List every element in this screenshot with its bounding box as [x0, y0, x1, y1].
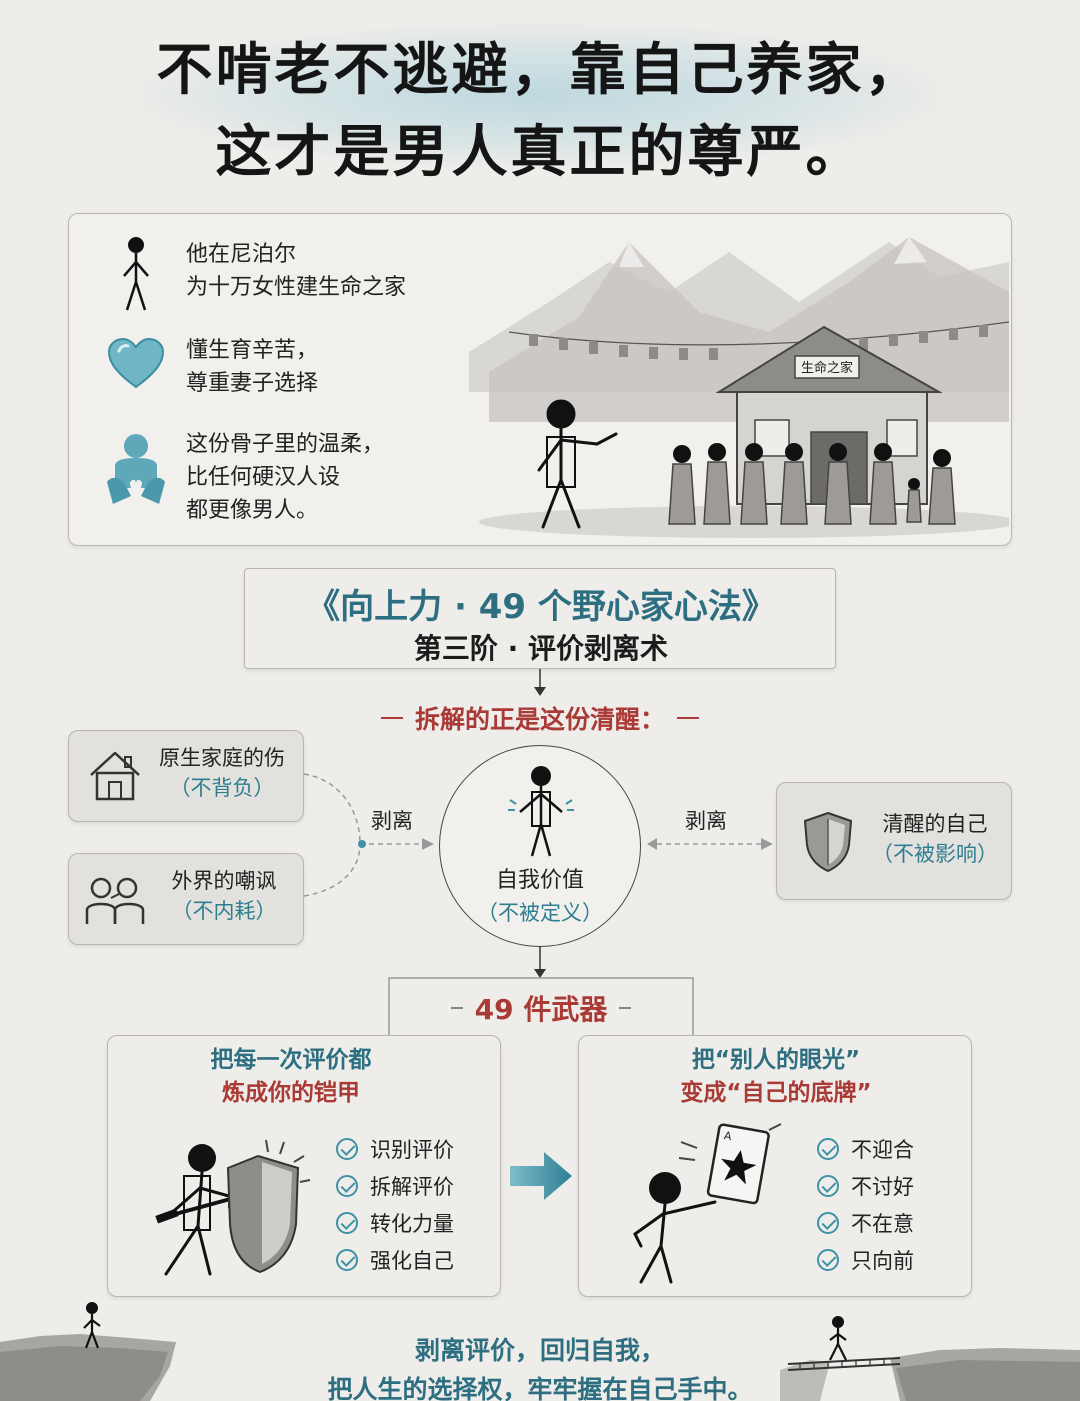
- footer-line-2: 把人生的选择权，牢牢握在自己手中。: [327, 1375, 753, 1401]
- heading-dash-left: [380, 717, 403, 719]
- right-connector: [647, 838, 773, 850]
- check-circle-icon: [817, 1211, 839, 1234]
- weapons-dash-right: [619, 1007, 632, 1009]
- house-sign: 生命之家: [801, 360, 853, 376]
- svg-text:A: A: [723, 1129, 733, 1143]
- heart-icon: [107, 337, 165, 389]
- cliff-right-illustration: [780, 1316, 1080, 1401]
- heading-dash-right: [677, 717, 699, 719]
- self-worth-circle: 自我价值 （不被定义）: [439, 745, 641, 947]
- check-item: 识别评价: [336, 1130, 454, 1167]
- check-circle-icon: [817, 1174, 839, 1197]
- down-arrow-1: [534, 669, 546, 696]
- book-subtitle: 第三阶 · 评价剥离术: [413, 632, 669, 665]
- external-mockery-label: 外界的嘲讽: [171, 869, 277, 893]
- check-circle-icon: [336, 1248, 358, 1271]
- stripping-heading: 拆解的正是这份清醒：: [360, 700, 720, 736]
- story-item-1: 他在尼泊尔 为十万女性建生命之家: [186, 238, 406, 304]
- care-hands-icon: [107, 434, 165, 504]
- check-circle-icon: [336, 1137, 358, 1160]
- book-card: 《向上力 · 49 个野心家心法》 第三阶 · 评价剥离术: [244, 568, 836, 669]
- weapons-dash-left: [450, 1007, 463, 1009]
- strip-label-right: 剥离: [685, 809, 727, 833]
- check-item: 强化自己: [336, 1241, 454, 1278]
- clear-self-label: 清醒的自己: [882, 812, 988, 836]
- weapons-heading-text: 49 件武器: [474, 993, 608, 1026]
- story-item-3-line-3: 都更像男人。: [186, 498, 319, 523]
- book-title: 《向上力 · 49 个野心家心法》: [306, 587, 776, 627]
- check-label: 不在意: [851, 1211, 914, 1236]
- weapons-heading: 49 件武器: [400, 988, 682, 1028]
- weapons-bracket: [388, 977, 694, 1036]
- nepal-illustration: 生命之家: [469, 237, 1009, 538]
- trump-card-panel: 把“别人的眼光” 变成“自己的底牌” A 不迎合 不讨好 不在意 只向前: [578, 1035, 972, 1297]
- check-circle-icon: [336, 1211, 358, 1234]
- check-item: 拆解评价: [336, 1167, 454, 1204]
- shield-icon: [803, 811, 853, 873]
- check-item: 转化力量: [336, 1204, 454, 1241]
- stick-figure-icon: [123, 237, 149, 311]
- check-item: 只向前: [817, 1241, 914, 1278]
- check-item: 不在意: [817, 1204, 914, 1241]
- page-title: 不啃老不逃避，靠自己养家， 这才是男人真正的尊严。: [0, 30, 1080, 194]
- title-line-2: 这才是男人真正的尊严。: [215, 120, 865, 185]
- story-item-2-line-2: 尊重妻子选择: [186, 371, 319, 396]
- trump-checklist: 不迎合 不讨好 不在意 只向前: [817, 1130, 914, 1278]
- heading-text: 拆解的正是这份清醒：: [414, 705, 665, 734]
- down-arrow-2: [534, 947, 546, 978]
- clear-self-note: （不被影响）: [872, 842, 998, 866]
- story-item-3-line-2: 比任何硬汉人设: [186, 465, 341, 490]
- check-label: 强化自己: [370, 1248, 454, 1273]
- story-item-2-line-1: 懂生育辛苦，: [186, 338, 319, 363]
- center-note: （不被定义）: [477, 901, 603, 925]
- check-label: 不讨好: [851, 1174, 914, 1199]
- story-card: 他在尼泊尔 为十万女性建生命之家 懂生育辛苦， 尊重妻子选择 这份骨子里的温柔，…: [68, 213, 1012, 546]
- story-item-1-line-1: 他在尼泊尔: [186, 242, 297, 267]
- title-line-1: 不啃老不逃避，靠自己养家，: [156, 38, 924, 103]
- check-label: 拆解评价: [370, 1174, 454, 1199]
- armor-checklist: 识别评价 拆解评价 转化力量 强化自己: [336, 1130, 454, 1278]
- check-label: 不迎合: [851, 1137, 914, 1162]
- clear-self-box: 清醒的自己 （不被影响）: [776, 782, 1012, 900]
- armor-panel-head-2: 炼成你的铠甲: [222, 1080, 360, 1106]
- title-highlight: [120, 20, 960, 170]
- transform-arrow-icon: [510, 1152, 572, 1200]
- house-icon: [90, 751, 140, 801]
- people-whisper-icon: [85, 877, 145, 924]
- check-circle-icon: [336, 1174, 358, 1197]
- card-figure-icon: A: [633, 1123, 782, 1284]
- trump-panel-head-2: 变成“自己的底牌”: [680, 1080, 872, 1106]
- story-item-2: 懂生育辛苦， 尊重妻子选择: [186, 334, 318, 400]
- family-wound-box: 原生家庭的伤 （不背负）: [68, 730, 304, 822]
- story-item-3: 这份骨子里的温柔， 比任何硬汉人设 都更像男人。: [186, 428, 384, 527]
- family-wound-note: （不背负）: [169, 776, 275, 800]
- story-item-1-line-2: 为十万女性建生命之家: [186, 275, 407, 300]
- check-label: 识别评价: [370, 1137, 454, 1162]
- check-circle-icon: [817, 1248, 839, 1271]
- trump-panel-head-1: 把“别人的眼光”: [691, 1047, 861, 1073]
- check-label: 转化力量: [370, 1211, 454, 1236]
- check-item: 不讨好: [817, 1167, 914, 1204]
- external-mockery-note: （不内耗）: [171, 899, 277, 923]
- check-label: 只向前: [851, 1248, 914, 1273]
- footer-line-1: 剥离评价，回归自我，: [414, 1336, 665, 1365]
- armor-panel: 把每一次评价都 炼成你的铠甲 识别评价 拆解评价 转化力量 强化自己: [107, 1035, 501, 1297]
- family-wound-label: 原生家庭的伤: [159, 746, 285, 770]
- left-connectors: [303, 773, 434, 897]
- cliff-left-illustration: [0, 1302, 176, 1401]
- forging-figure-icon: [155, 1139, 311, 1276]
- external-mockery-box: 外界的嘲讽 （不内耗）: [68, 853, 304, 945]
- story-item-3-line-1: 这份骨子里的温柔，: [186, 432, 385, 457]
- armor-panel-head-1: 把每一次评价都: [210, 1047, 372, 1073]
- check-item: 不迎合: [817, 1130, 914, 1167]
- center-label: 自我价值: [495, 868, 584, 893]
- check-circle-icon: [817, 1137, 839, 1160]
- strip-label-left: 剥离: [371, 809, 413, 833]
- center-figure-icon: [508, 766, 574, 857]
